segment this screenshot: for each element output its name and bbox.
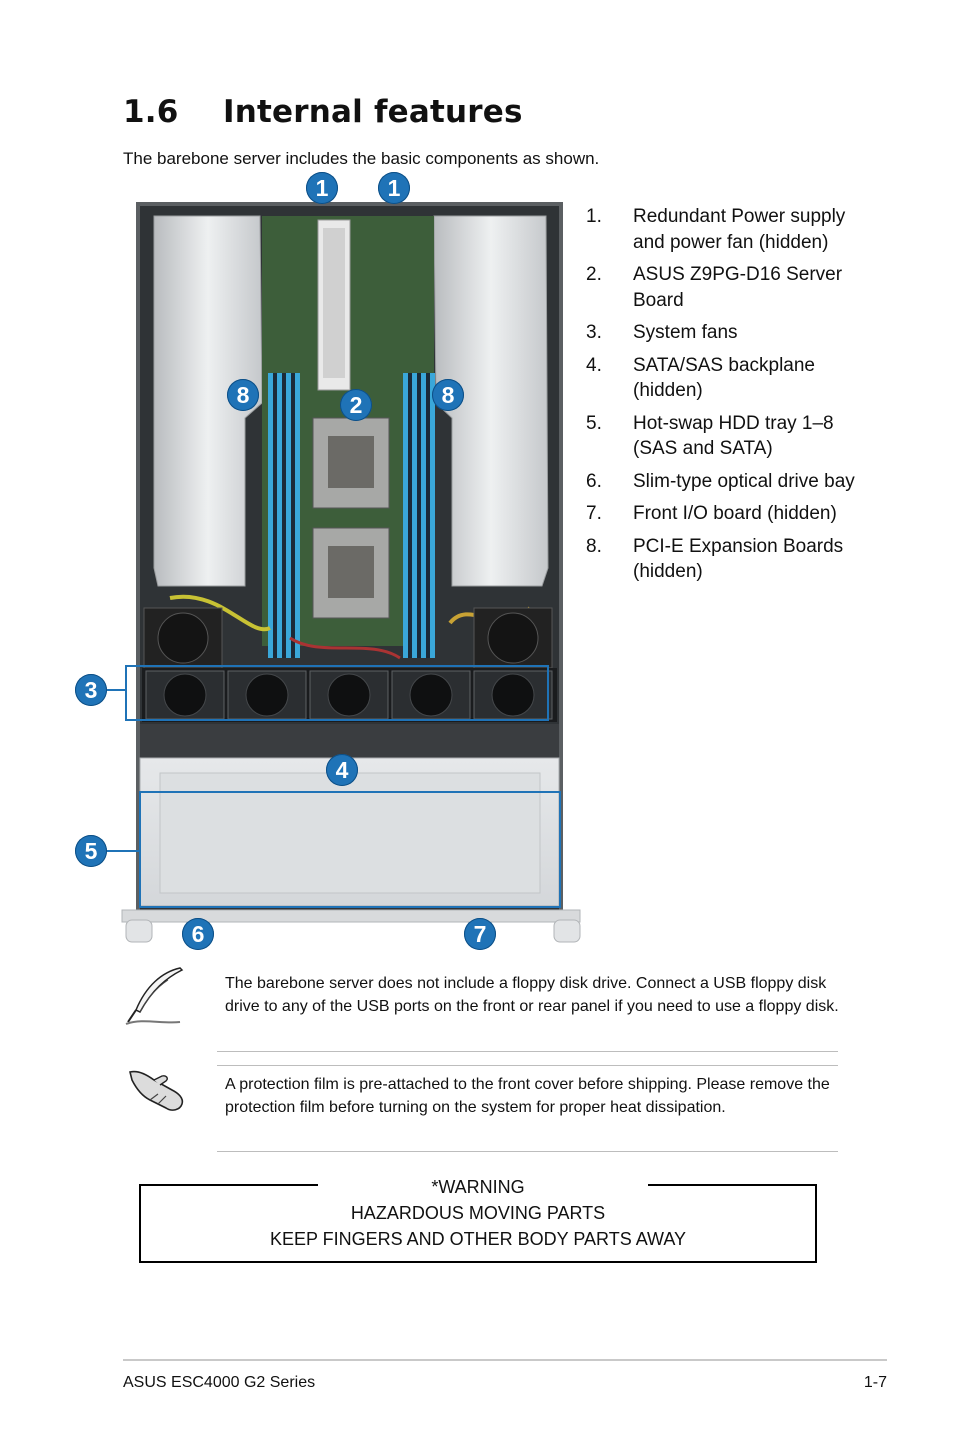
list-item: 3. System fans: [586, 320, 856, 346]
list-text: Hot-swap HDD tray 1–8 (SAS and SATA): [633, 411, 856, 462]
warning-line-1: *WARNING: [139, 1174, 817, 1200]
intro-text: The barebone server includes the basic c…: [123, 149, 599, 169]
list-text: System fans: [633, 320, 856, 346]
hand-icon: [128, 1066, 186, 1119]
list-text: SATA/SAS backplane (hidden): [633, 353, 856, 404]
note-divider: [217, 1051, 838, 1052]
list-text: ASUS Z9PG-D16 Server Board: [633, 262, 856, 313]
list-item: 5. Hot-swap HDD tray 1–8 (SAS and SATA): [586, 411, 856, 462]
list-text: PCI-E Expansion Boards (hidden): [633, 534, 856, 585]
callout-6: 6: [182, 918, 214, 950]
list-item: 6. Slim-type optical drive bay: [586, 469, 856, 495]
list-text: Redundant Power supply and power fan (hi…: [633, 204, 856, 255]
list-item: 7. Front I/O board (hidden): [586, 501, 856, 527]
list-number: 6.: [586, 469, 602, 495]
callout-8-right: 8: [432, 379, 464, 411]
component-list: 1. Redundant Power supply and power fan (…: [586, 204, 856, 592]
list-item: 4. SATA/SAS backplane (hidden): [586, 353, 856, 404]
warning-line-2: HAZARDOUS MOVING PARTS: [139, 1200, 817, 1226]
list-item: 2. ASUS Z9PG-D16 Server Board: [586, 262, 856, 313]
footer-page-number: 1-7: [820, 1374, 887, 1392]
section-title: Internal features: [223, 94, 523, 130]
callout-4: 4: [326, 754, 358, 786]
server-top-view-illustration: [70, 168, 590, 954]
list-item: 1. Redundant Power supply and power fan (…: [586, 204, 856, 255]
list-text: Front I/O board (hidden): [633, 501, 856, 527]
warning-text: *WARNING HAZARDOUS MOVING PARTS KEEP FIN…: [139, 1174, 817, 1252]
list-number: 2.: [586, 262, 602, 288]
section-number: 1.6: [123, 94, 223, 130]
list-number: 4.: [586, 353, 602, 379]
list-number: 5.: [586, 411, 602, 437]
callout-1-left: 1: [306, 172, 338, 204]
callout-7: 7: [464, 918, 496, 950]
note-floppy-text: The barebone server does not include a f…: [225, 972, 840, 1018]
pen-icon: [122, 966, 186, 1033]
footer-divider: [123, 1359, 887, 1361]
callout-8-left: 8: [227, 379, 259, 411]
list-number: 3.: [586, 320, 602, 346]
warning-line-3: KEEP FINGERS AND OTHER BODY PARTS AWAY: [139, 1226, 817, 1252]
server-diagram: 1 1 8 2 8 3 4 5 6 7: [70, 168, 590, 954]
note-protection-film-text: A protection film is pre-attached to the…: [225, 1073, 840, 1119]
list-text: Slim-type optical drive bay: [633, 469, 856, 495]
list-number: 7.: [586, 501, 602, 527]
callout-3: 3: [75, 674, 107, 706]
list-item: 8. PCI-E Expansion Boards (hidden): [586, 534, 856, 585]
list-number: 8.: [586, 534, 602, 560]
callout-1-right: 1: [378, 172, 410, 204]
footer-product-name: ASUS ESC4000 G2 Series: [123, 1374, 315, 1392]
note-divider: [217, 1065, 838, 1066]
note-divider: [217, 1151, 838, 1152]
callout-5: 5: [75, 835, 107, 867]
callout-2: 2: [340, 389, 372, 421]
list-number: 1.: [586, 204, 602, 230]
